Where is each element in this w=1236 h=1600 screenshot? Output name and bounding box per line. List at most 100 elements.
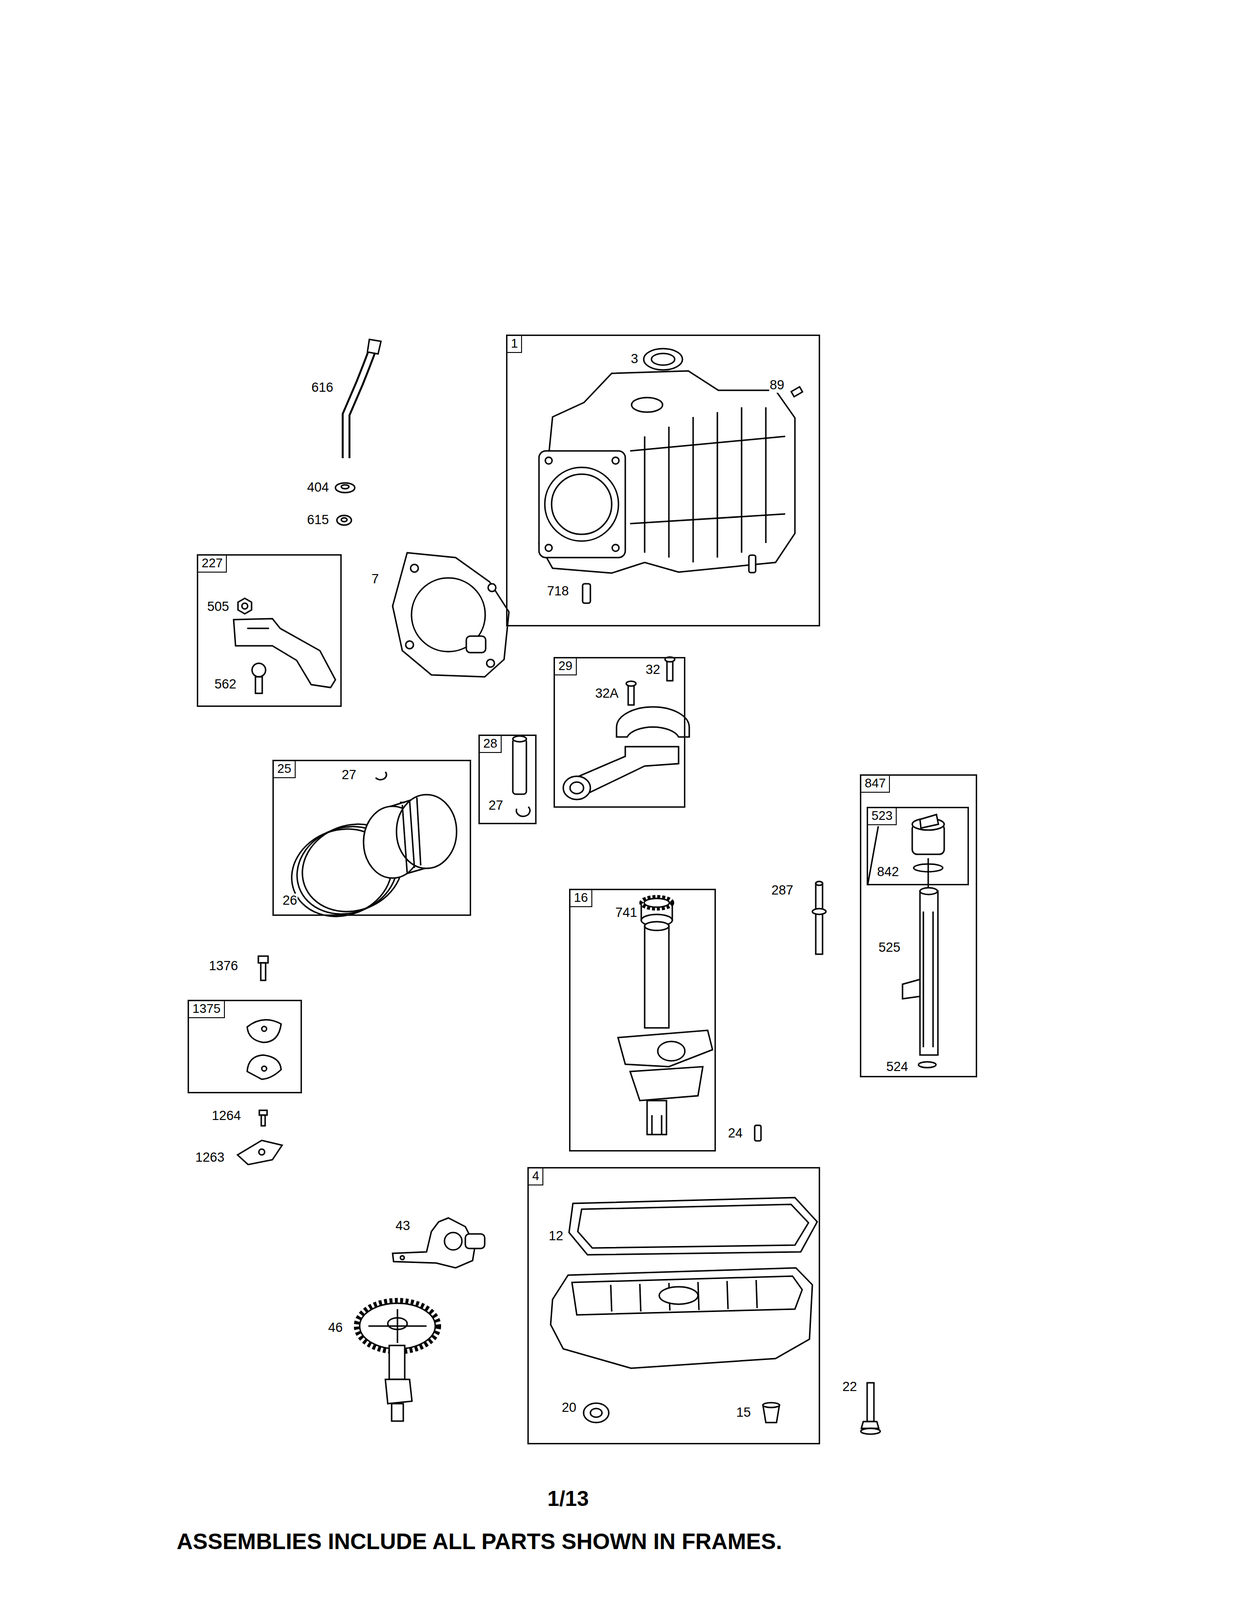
assembly-number: 1375: [189, 1000, 225, 1018]
assembly-number: 227: [198, 555, 227, 573]
breather-parts-part: [261, 1065, 267, 1071]
governor-bracket-part: [255, 676, 263, 694]
assembly-frame: 16741: [569, 888, 716, 1152]
callout-number: 32: [645, 662, 661, 678]
sump-cover-part: [550, 1267, 813, 1368]
cam-gear-part: [389, 1345, 405, 1379]
piston-pin-part: [512, 735, 527, 742]
dipstick-tube-part: [367, 339, 381, 354]
piston-pin-part: [516, 806, 530, 817]
breather-parts-part: [247, 1054, 282, 1079]
callout-number: 12: [548, 1228, 564, 1244]
governor-part: [392, 1217, 476, 1268]
connecting-rod-part: [628, 684, 634, 705]
governor-part: [465, 1233, 485, 1249]
callout-number: 43: [395, 1218, 411, 1234]
stud-and-key-part: [815, 881, 823, 886]
dipstick-part: [902, 979, 920, 999]
connecting-rod-part: [616, 706, 690, 737]
governor: [392, 1217, 485, 1268]
assembly-frame: 847525524523842: [859, 774, 978, 1078]
connecting-rod-part: [570, 781, 584, 794]
breather-parts-part: [237, 1140, 283, 1165]
breather-parts-part: [261, 1026, 267, 1031]
cylinder-block-part: [748, 554, 756, 573]
cylinder-block-part: [538, 370, 795, 573]
sump-cover-part: [569, 1197, 818, 1255]
cylinder-block: [538, 348, 803, 603]
governor-bracket-part: [237, 598, 252, 614]
washer: [335, 482, 355, 525]
governor-part: [400, 1255, 405, 1260]
cam-gear-part: [391, 1403, 404, 1421]
washer-part: [341, 517, 348, 522]
sump-cover: [550, 1197, 818, 1423]
cylinder-block-part: [644, 407, 766, 563]
callout-number: 287: [770, 883, 794, 898]
assembly-number: 523: [868, 808, 897, 825]
dipstick: [867, 814, 945, 1068]
cam-gear-part: [359, 1302, 436, 1349]
cylinder-block-part: [612, 457, 619, 464]
callout-number: 27: [488, 798, 504, 813]
breather-parts-part: [260, 962, 266, 981]
crankshaft-part: [630, 1066, 703, 1101]
connecting-rod: [563, 656, 690, 800]
callout-number: 32A: [594, 686, 619, 701]
crankshaft-part: [644, 898, 670, 907]
head-gasket-part: [405, 640, 414, 649]
dipstick-part: [919, 887, 938, 895]
dipstick-part: [918, 1061, 936, 1068]
governor-bracket-part: [252, 663, 266, 677]
assembly-number: 4: [528, 1168, 544, 1186]
callout-number: 615: [306, 512, 330, 528]
cam-gear-part: [356, 1300, 439, 1351]
piston-part: [399, 797, 421, 873]
breather-parts-part: [247, 1019, 282, 1043]
piston-pin: [512, 735, 530, 817]
dipstick-part: [919, 814, 939, 828]
cylinder-block-part: [631, 397, 663, 412]
callout-number: 24: [727, 1125, 744, 1141]
stud-and-key-part: [812, 908, 826, 915]
breather-parts-part: [258, 1148, 265, 1155]
assembly-frame: 227 505 562: [196, 554, 342, 707]
sump-cover-part: [762, 1402, 780, 1408]
crankshaft-part: [641, 896, 673, 909]
head-gasket: [392, 552, 509, 677]
callout-number: 505: [206, 599, 230, 615]
callout-number: 616: [310, 380, 334, 396]
callout-number: 1376: [208, 958, 239, 974]
assembly-number: 29: [554, 658, 577, 676]
assembly-frame: 29 32A 32: [553, 656, 686, 808]
callout-number: 404: [306, 480, 330, 495]
callout-number: 718: [546, 584, 570, 599]
dipstick-tube: [346, 339, 381, 459]
connecting-rod-part: [563, 776, 591, 800]
callout-number: 562: [213, 677, 237, 692]
callout-number: 27: [341, 767, 357, 783]
breather-parts-part: [258, 955, 269, 963]
cylinder-block-part: [582, 583, 591, 603]
cylinder-block-part: [651, 353, 675, 365]
stud-and-key-part: [815, 883, 823, 954]
caption: ASSEMBLIES INCLUDE ALL PARTS SHOWN IN FR…: [176, 1528, 783, 1554]
callout-number: 26: [282, 893, 298, 908]
assembly-frame: 2827: [478, 734, 537, 824]
sub-assembly-frame: 523842: [866, 806, 969, 886]
assembly-number: 1: [507, 335, 523, 353]
sump-cover-part: [610, 1279, 758, 1312]
callout-number: 741: [614, 905, 638, 920]
callout-number: 1264: [211, 1108, 242, 1124]
cylinder-block-part: [545, 457, 553, 464]
sump-cover-part: [659, 1286, 698, 1304]
sump-cover-part: [590, 1408, 603, 1417]
cylinder-block-part: [544, 467, 619, 541]
dipstick-tube-part: [346, 345, 375, 459]
stud-and-key: [754, 881, 826, 1141]
assembly-frame: 252726: [272, 759, 472, 916]
piston-part: [375, 771, 387, 780]
assembly-frame: 1389718: [506, 334, 821, 627]
cylinder-block-part: [643, 348, 683, 370]
